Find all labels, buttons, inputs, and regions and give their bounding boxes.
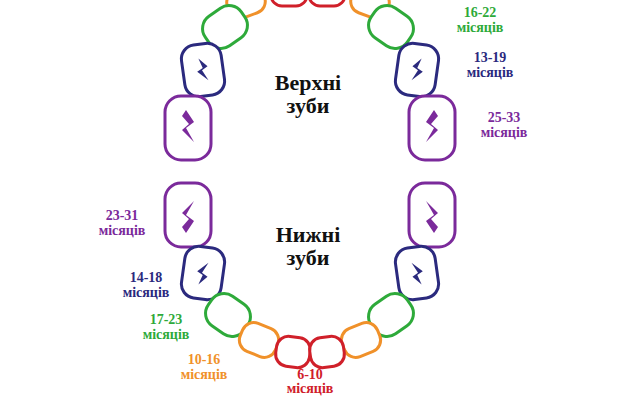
jaw-heading: Верхні зуби (275, 71, 341, 117)
upper-second-molar (165, 96, 211, 160)
age-label: 13-19 місяців (467, 51, 514, 80)
lower-second-molar (165, 183, 211, 247)
upper-central-incisor (309, 0, 345, 6)
age-label: 17-23 місяців (143, 313, 190, 342)
lower-central-incisor (308, 335, 346, 369)
age-label: 14-18 місяців (123, 271, 170, 300)
jaw-heading: Нижні зуби (276, 223, 341, 269)
age-label: 25-33 місяців (481, 111, 528, 140)
age-label: 23-31 місяців (99, 209, 146, 238)
upper-first-molar (394, 41, 441, 98)
age-label: 6-10 місяців (287, 368, 334, 397)
age-label: 16-22 місяців (457, 6, 504, 35)
upper-second-molar (409, 96, 455, 160)
lower-second-molar (409, 183, 455, 247)
upper-first-molar (180, 41, 227, 98)
lower-first-molar (394, 244, 441, 301)
age-label: 10-16 місяців (181, 353, 228, 382)
lower-central-incisor (274, 335, 312, 369)
upper-central-incisor (271, 0, 307, 6)
